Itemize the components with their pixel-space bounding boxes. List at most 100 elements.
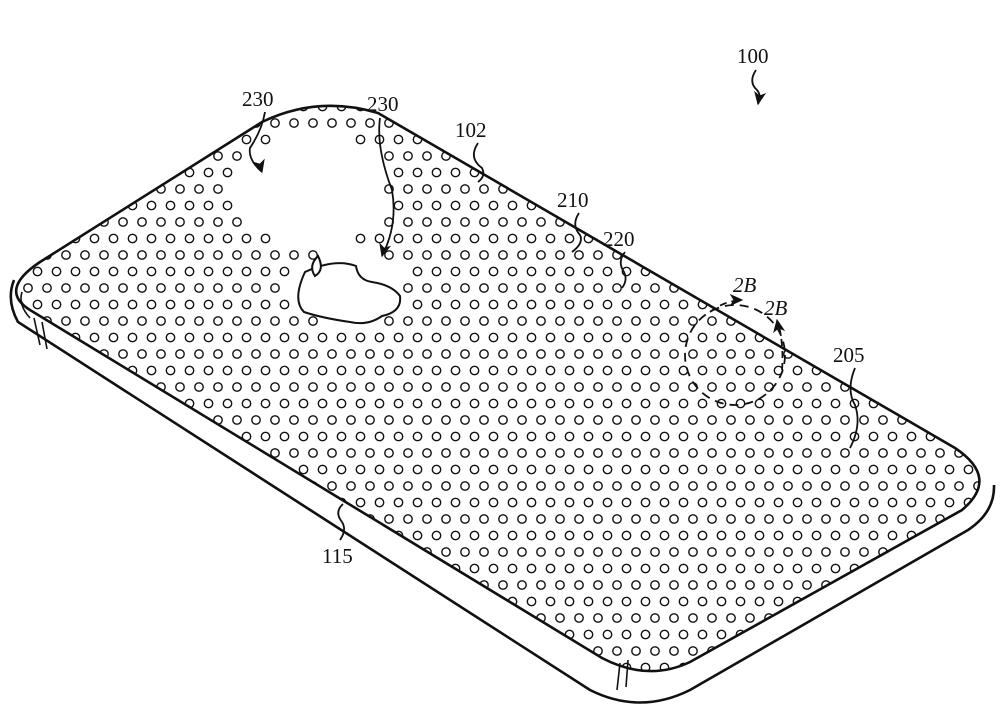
texture-dot [688,316,698,326]
leader-2B-lower-line [777,321,784,371]
texture-dot [317,530,328,541]
texture-dot [5,383,13,391]
texture-dot [916,415,926,425]
texture-dot [697,497,708,508]
texture-dot [583,662,594,672]
texture-dot [963,398,974,409]
texture-dot [726,514,736,524]
texture-dot [393,464,404,475]
texture-dot [51,167,62,178]
texture-dot [764,481,774,491]
texture-dot [716,596,727,607]
texture-dot [802,547,812,557]
texture-dot [783,151,793,161]
texture-dot [944,497,955,508]
texture-dot [764,415,774,425]
texture-dot [993,680,1000,688]
texture-dot [887,233,898,244]
texture-dot [317,464,328,475]
texture-dot [993,152,1000,160]
texture-dot [403,613,413,623]
texture-dot [61,118,71,128]
texture-dot [726,349,736,359]
texture-dot [640,332,651,343]
texture-dot [108,398,119,409]
texture-dot [23,382,33,392]
texture-dot [764,448,774,458]
texture-dot [669,415,679,425]
texture-dot [868,266,879,277]
texture-dot [5,86,13,94]
texture-dot [507,662,518,672]
texture-dot [479,415,489,425]
texture-dot [822,86,830,94]
texture-dot [613,86,621,94]
texture-dot [346,481,356,491]
texture-dot [537,680,545,688]
texture-dot [203,134,214,145]
texture-dot [393,497,404,508]
texture-dot [260,464,271,475]
texture-dot [906,332,917,343]
texture-dot [488,200,499,211]
texture-dot [137,613,147,623]
texture-dot [935,151,945,161]
texture-dot [773,266,784,277]
texture-dot [944,167,955,178]
texture-dot [583,266,594,277]
texture-dot [422,118,432,128]
texture-dot [137,580,147,590]
texture-dot [194,415,204,425]
texture-dot [925,134,936,145]
texture-dot [954,151,964,161]
texture-dot [355,629,366,640]
apple-logo-leaf [311,254,322,278]
texture-dot [32,662,43,672]
texture-dot [412,105,423,112]
texture-dot [62,86,70,94]
texture-dot [783,118,793,128]
texture-dot [260,134,271,145]
texture-dot [232,481,242,491]
texture-dot [156,118,166,128]
texture-dot [860,680,868,688]
texture-dot [593,481,603,491]
texture-dot [156,349,166,359]
texture-dot [0,201,4,209]
texture-dot [194,316,204,326]
texture-dot [290,86,298,94]
texture-dot [631,646,641,656]
texture-dot [955,86,963,94]
texture-dot [707,580,717,590]
texture-dot [678,530,689,541]
texture-dot [678,332,689,343]
texture-dot [659,596,670,607]
texture-dot [23,349,33,359]
texture-dot [936,680,944,688]
texture-dot [289,382,299,392]
texture-dot [973,316,980,326]
texture-dot [545,530,556,541]
texture-dot [897,481,907,491]
texture-dot [327,448,337,458]
texture-dot [393,167,404,178]
texture-dot [213,382,223,392]
texture-dot [403,481,413,491]
texture-dot [232,283,242,293]
texture-dot [241,266,252,277]
texture-dot [925,299,936,310]
texture-dot [498,118,508,128]
texture-dot [849,530,860,541]
texture-dot [536,349,546,359]
texture-dot [983,201,991,209]
texture-dot [175,316,185,326]
texture-dot [783,646,793,656]
texture-dot [954,349,964,359]
texture-dot [583,398,594,409]
texture-dot [213,580,223,590]
texture-dot [526,332,537,343]
texture-dot [384,415,394,425]
arrowhead-icon [773,318,786,334]
texture-dot [983,630,991,638]
texture-dot [621,167,632,178]
